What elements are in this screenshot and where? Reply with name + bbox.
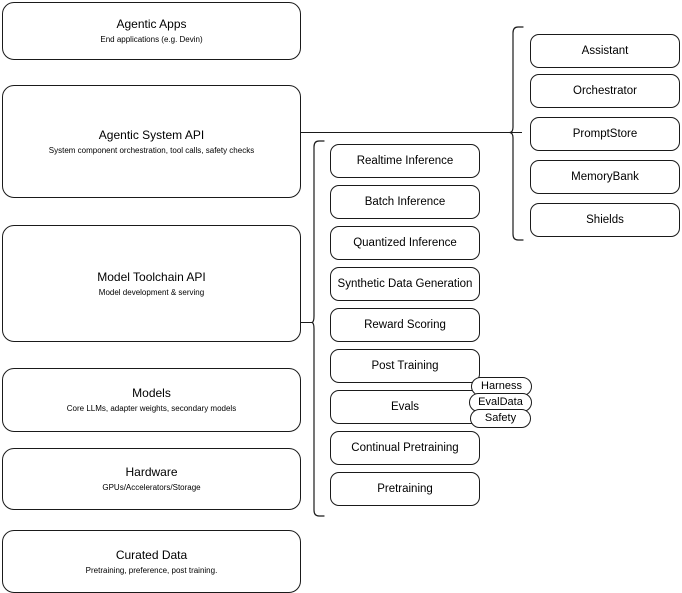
system-component-box-orchestrator[interactable]: Orchestrator bbox=[530, 74, 680, 108]
component-box-synthetic-data-generation[interactable]: Synthetic Data Generation bbox=[330, 267, 480, 301]
brace-right bbox=[509, 26, 524, 241]
layer-box-models[interactable]: Models Core LLMs, adapter weights, secon… bbox=[2, 368, 301, 432]
layer-subtitle: Model development & serving bbox=[98, 287, 205, 297]
connector-system-api-to-right bbox=[301, 132, 522, 134]
component-box-realtime-inference[interactable]: Realtime Inference bbox=[330, 144, 480, 178]
system-component-label: Shields bbox=[586, 214, 624, 226]
eval-pill-label: EvalData bbox=[478, 396, 523, 408]
component-label: Quantized Inference bbox=[353, 237, 457, 249]
component-box-batch-inference[interactable]: Batch Inference bbox=[330, 185, 480, 219]
connector-toolchain-to-middle bbox=[301, 322, 312, 324]
component-box-continual-pretraining[interactable]: Continual Pretraining bbox=[330, 431, 480, 465]
layer-title: Model Toolchain API bbox=[97, 269, 206, 284]
eval-pill-safety[interactable]: Safety bbox=[470, 409, 531, 428]
system-component-label: MemoryBank bbox=[571, 171, 639, 183]
system-component-box-assistant[interactable]: Assistant bbox=[530, 34, 680, 68]
component-label: Evals bbox=[390, 401, 420, 413]
system-component-label: PromptStore bbox=[572, 128, 638, 140]
layer-box-model-toolchain-api[interactable]: Model Toolchain API Model development & … bbox=[2, 225, 301, 342]
component-box-post-training[interactable]: Post Training bbox=[330, 349, 480, 383]
layer-subtitle: GPUs/Accelerators/Storage bbox=[102, 483, 201, 492]
component-box-quantized-inference[interactable]: Quantized Inference bbox=[330, 226, 480, 260]
system-component-box-memorybank[interactable]: MemoryBank bbox=[530, 160, 680, 194]
eval-pill-evaldata[interactable]: EvalData bbox=[469, 393, 532, 412]
system-component-box-shields[interactable]: Shields bbox=[530, 203, 680, 237]
layer-title: Models bbox=[132, 386, 171, 400]
component-label: Reward Scoring bbox=[364, 319, 446, 331]
layer-title: Agentic System API bbox=[98, 127, 205, 142]
system-component-label: Assistant bbox=[581, 45, 629, 57]
layer-title: Agentic Apps bbox=[116, 17, 187, 31]
layer-box-agentic-apps[interactable]: Agentic Apps End applications (e.g. Devi… bbox=[2, 2, 301, 60]
system-component-box-promptstore[interactable]: PromptStore bbox=[530, 117, 680, 151]
component-label: Pretraining bbox=[377, 483, 433, 495]
layer-subtitle: Core LLMs, adapter weights, secondary mo… bbox=[66, 404, 237, 413]
layer-box-curated-data[interactable]: Curated Data Pretraining, preference, po… bbox=[2, 530, 301, 593]
layer-subtitle: End applications (e.g. Devin) bbox=[100, 35, 203, 44]
eval-pill-label: Safety bbox=[484, 412, 517, 424]
layer-subtitle: System component orchestration, tool cal… bbox=[48, 145, 255, 155]
component-box-pretraining[interactable]: Pretraining bbox=[330, 472, 480, 506]
component-label: Batch Inference bbox=[364, 196, 446, 208]
component-label: Post Training bbox=[371, 360, 439, 372]
component-box-reward-scoring[interactable]: Reward Scoring bbox=[330, 308, 480, 342]
layer-title: Hardware bbox=[125, 465, 178, 479]
eval-pill-label: Harness bbox=[481, 380, 522, 392]
component-box-evals[interactable]: Evals bbox=[330, 390, 480, 424]
layer-title: Curated Data bbox=[115, 547, 188, 562]
component-label: Synthetic Data Generation bbox=[337, 278, 473, 290]
layer-box-agentic-system-api[interactable]: Agentic System API System component orch… bbox=[2, 85, 301, 198]
component-label: Realtime Inference bbox=[356, 155, 454, 167]
system-component-label: Orchestrator bbox=[573, 85, 637, 97]
layer-subtitle: Pretraining, preference, post training. bbox=[85, 565, 218, 575]
layer-box-hardware[interactable]: Hardware GPUs/Accelerators/Storage bbox=[2, 448, 301, 510]
component-label: Continual Pretraining bbox=[351, 442, 459, 454]
brace-middle bbox=[311, 140, 325, 517]
